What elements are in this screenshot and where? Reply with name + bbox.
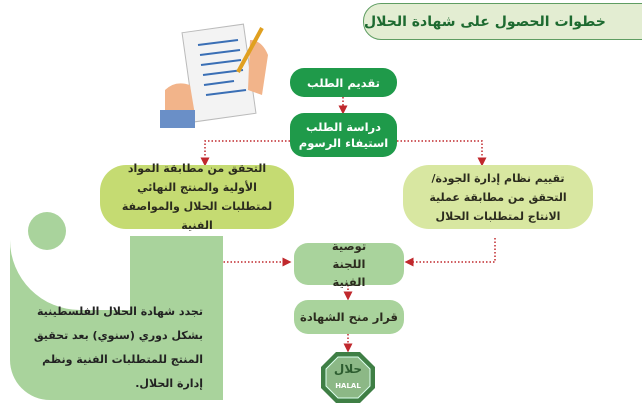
step-submit-request: تقديم الطلب	[290, 68, 397, 97]
step-check-materials: التحقق من مطابقة المواد الأولية والمنتج …	[100, 162, 294, 232]
renewal-note: تجدد شهادة الحلال الفلسطينية بشكل دوري (…	[33, 305, 203, 390]
application-illustration-icon	[160, 23, 268, 128]
arrow-study-left	[200, 140, 290, 167]
seal-latin: HALAL	[335, 382, 361, 390]
step-study-request: دراسة الطلب استيفاء الرسوم	[290, 113, 397, 157]
step-certificate-decision: قرار منح الشهادة	[294, 300, 404, 334]
page-title: خطوات الحصول على شهادة الحلال	[363, 3, 642, 40]
study-line1: دراسة الطلب	[305, 120, 382, 134]
study-line2: استيفاء الرسوم	[298, 136, 389, 150]
step-committee-recommendation: توصية اللجنة الفنية	[294, 239, 404, 289]
seal-arabic: حلال	[333, 362, 363, 376]
decorative-circle	[28, 212, 66, 250]
arrow-study-right	[397, 140, 487, 167]
arrow-right-committee	[404, 238, 496, 267]
step-quality-evaluation: تقييم نظام إدارة الجودة/ التحقق من مطابق…	[403, 165, 593, 229]
